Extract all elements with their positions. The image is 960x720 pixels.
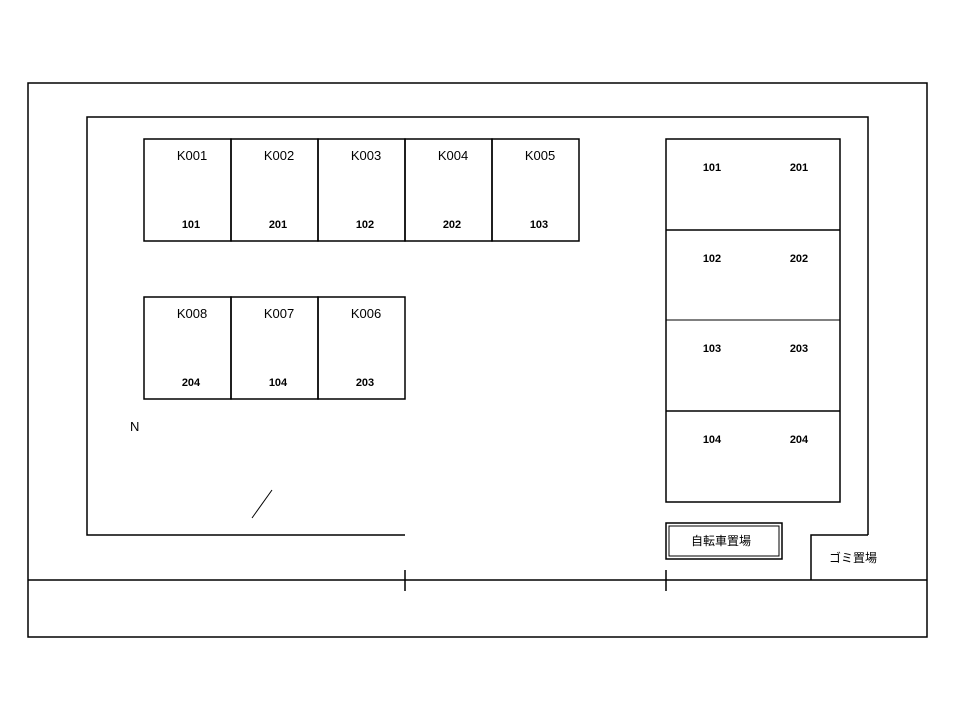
bicycle-parking: 自転車置場 [665,522,783,560]
unit-number: 203 [790,343,808,355]
unit-number: 104 [703,434,722,446]
parking-space [491,138,580,242]
compass-label: N [130,419,139,434]
parking-code: K003 [351,148,381,163]
unit-number: 202 [790,253,808,265]
garbage-area-label: ゴミ置場 [829,550,877,565]
property-boundary [86,116,869,536]
parking-unit: 104 [269,377,288,389]
unit-number: 204 [790,434,809,446]
parking-code: K007 [264,306,294,321]
apartment-building: 101 201 102 202 103 203 104 204 [665,138,841,503]
parking-unit: 103 [530,219,548,231]
parking-code: K004 [438,148,468,163]
parking-space [317,296,406,400]
parking-code: K005 [525,148,555,163]
parking-top-row: K001 K002 K003 K004 K005 101 201 102 202… [143,138,580,242]
parking-code: K002 [264,148,294,163]
unit-number: 103 [703,343,721,355]
unit-number: 101 [703,162,721,174]
parking-code: K001 [177,148,207,163]
parking-bottom-row: K008 K007 K006 204 104 203 [143,296,406,400]
parking-unit: 202 [443,219,461,231]
parking-unit: 201 [269,219,287,231]
outer-frame [27,82,928,638]
compass-north-arrow [251,489,273,519]
parking-unit: 102 [356,219,374,231]
unit-number: 102 [703,253,721,265]
bicycle-parking-label: 自転車置場 [691,534,751,548]
parking-code: K008 [177,306,207,321]
parking-unit: 203 [356,377,374,389]
garbage-area-box [810,534,868,580]
unit-number: 201 [790,162,808,174]
parking-code: K006 [351,306,381,321]
parking-unit: 101 [182,219,200,231]
parking-unit: 204 [182,377,201,389]
